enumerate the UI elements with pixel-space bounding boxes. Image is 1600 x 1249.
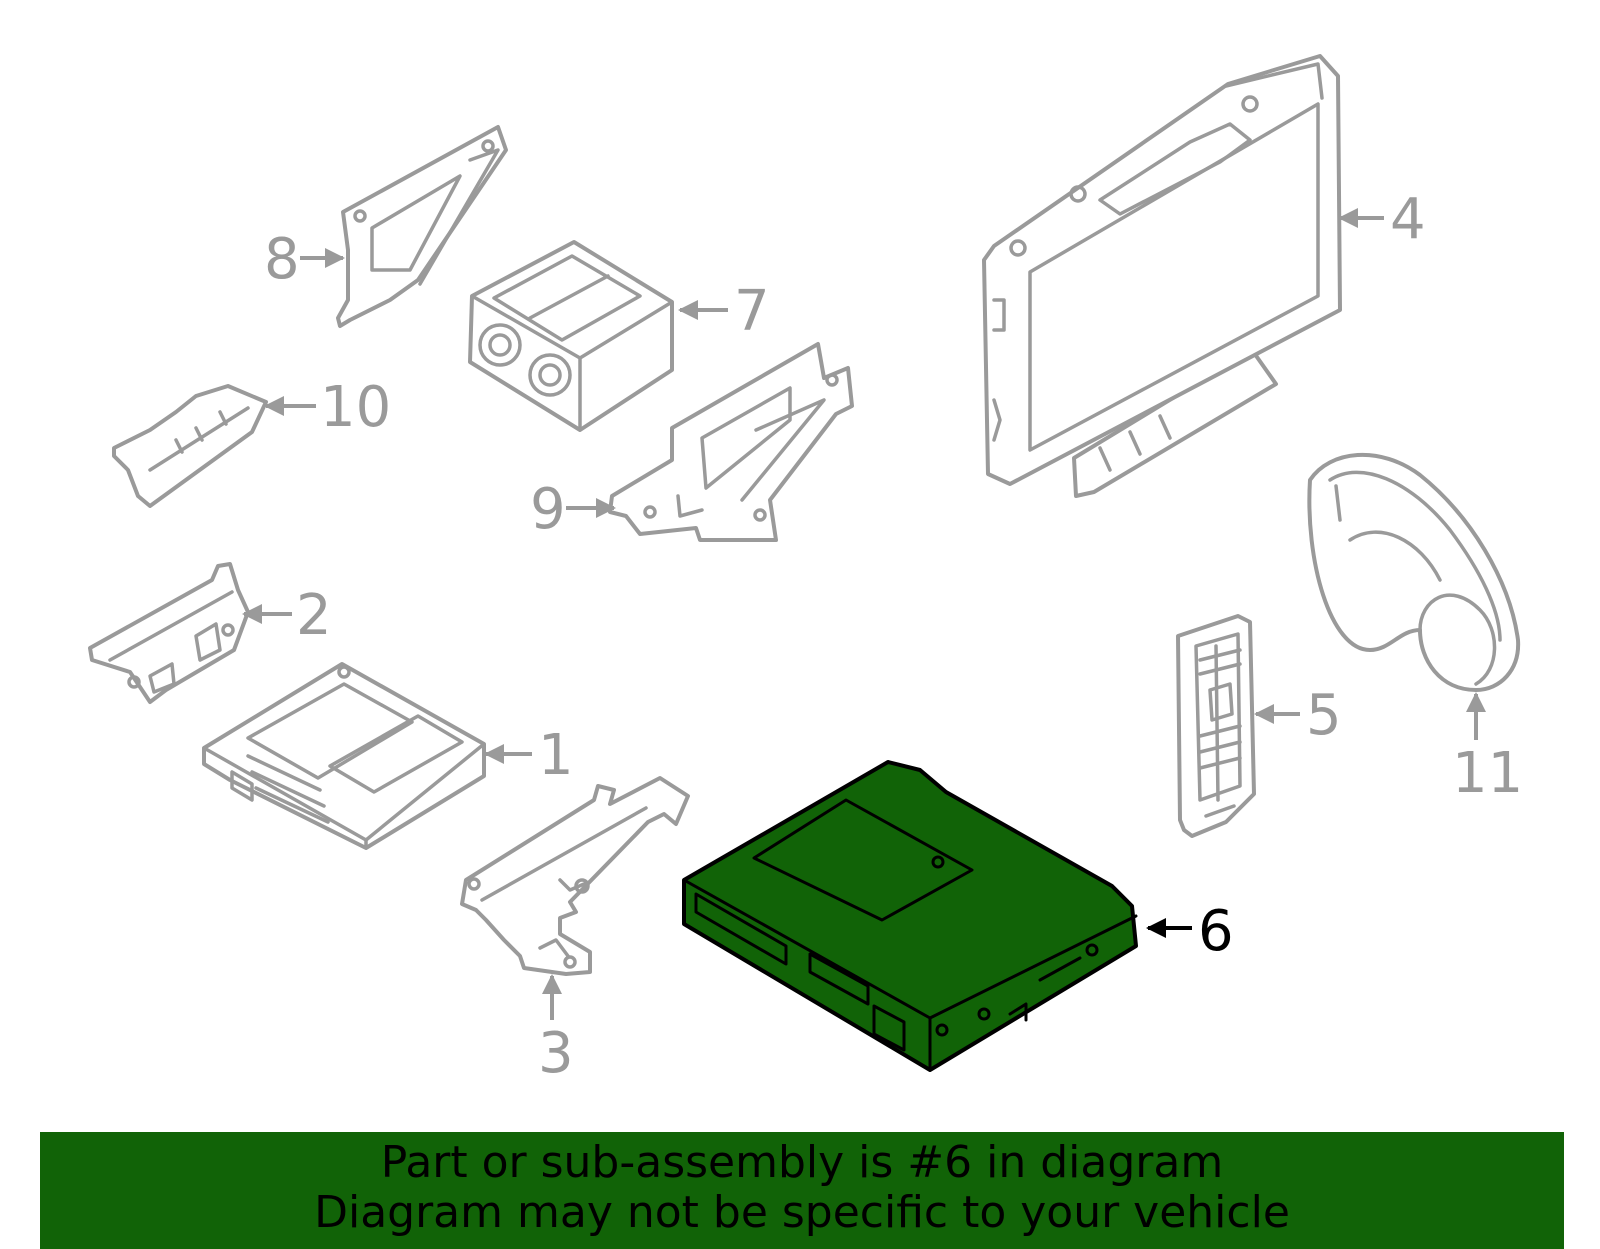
part-5-remote[interactable] — [1176, 614, 1256, 838]
part-10-switch[interactable] — [112, 384, 268, 508]
callout-7: 7 — [678, 279, 770, 344]
callout-number-8: 8 — [264, 227, 300, 292]
part-7-cage[interactable] — [468, 240, 674, 432]
callout-3: 3 — [538, 974, 574, 1086]
part-11-headphones[interactable] — [1307, 453, 1521, 692]
callout-number-11: 11 — [1452, 741, 1523, 806]
callout-number-5: 5 — [1306, 683, 1342, 748]
callout-2: 2 — [242, 583, 332, 648]
footer-line-disclaimer: Diagram may not be specific to your vehi… — [314, 1187, 1290, 1238]
footer-line-selected-part: Part or sub-assembly is #6 in diagram — [380, 1137, 1224, 1188]
callout-number-2: 2 — [296, 583, 332, 648]
callout-number-3: 3 — [538, 1021, 574, 1086]
footer-banner: Part or sub-assembly is #6 in diagram Di… — [40, 1132, 1564, 1249]
callout-number-7: 7 — [734, 279, 770, 344]
callout-number-6: 6 — [1198, 899, 1234, 964]
callout-10: 10 — [264, 375, 391, 440]
callout-4: 4 — [1338, 187, 1426, 252]
callout-8: 8 — [264, 227, 345, 292]
callout-6-selected: 6 — [1146, 899, 1234, 964]
callout-number-4: 4 — [1390, 187, 1426, 252]
callout-1: 1 — [484, 723, 574, 788]
part-3-bracket[interactable] — [460, 776, 690, 976]
part-4-display[interactable] — [982, 54, 1342, 498]
callout-9: 9 — [530, 477, 616, 542]
part-6-unit-highlighted[interactable] — [682, 760, 1138, 1072]
part-9-bracket[interactable] — [608, 342, 854, 542]
callout-number-1: 1 — [538, 723, 574, 788]
part-8-bracket[interactable] — [336, 125, 508, 328]
callout-number-10: 10 — [320, 375, 391, 440]
part-2-bracket[interactable] — [88, 562, 250, 704]
part-1-module[interactable] — [202, 662, 486, 850]
callout-number-9: 9 — [530, 477, 566, 542]
parts-diagram: 8 7 10 9 4 2 1 5 11 3 6 — [88, 54, 1523, 1086]
callout-5: 5 — [1254, 683, 1342, 748]
callout-11: 11 — [1452, 692, 1523, 806]
